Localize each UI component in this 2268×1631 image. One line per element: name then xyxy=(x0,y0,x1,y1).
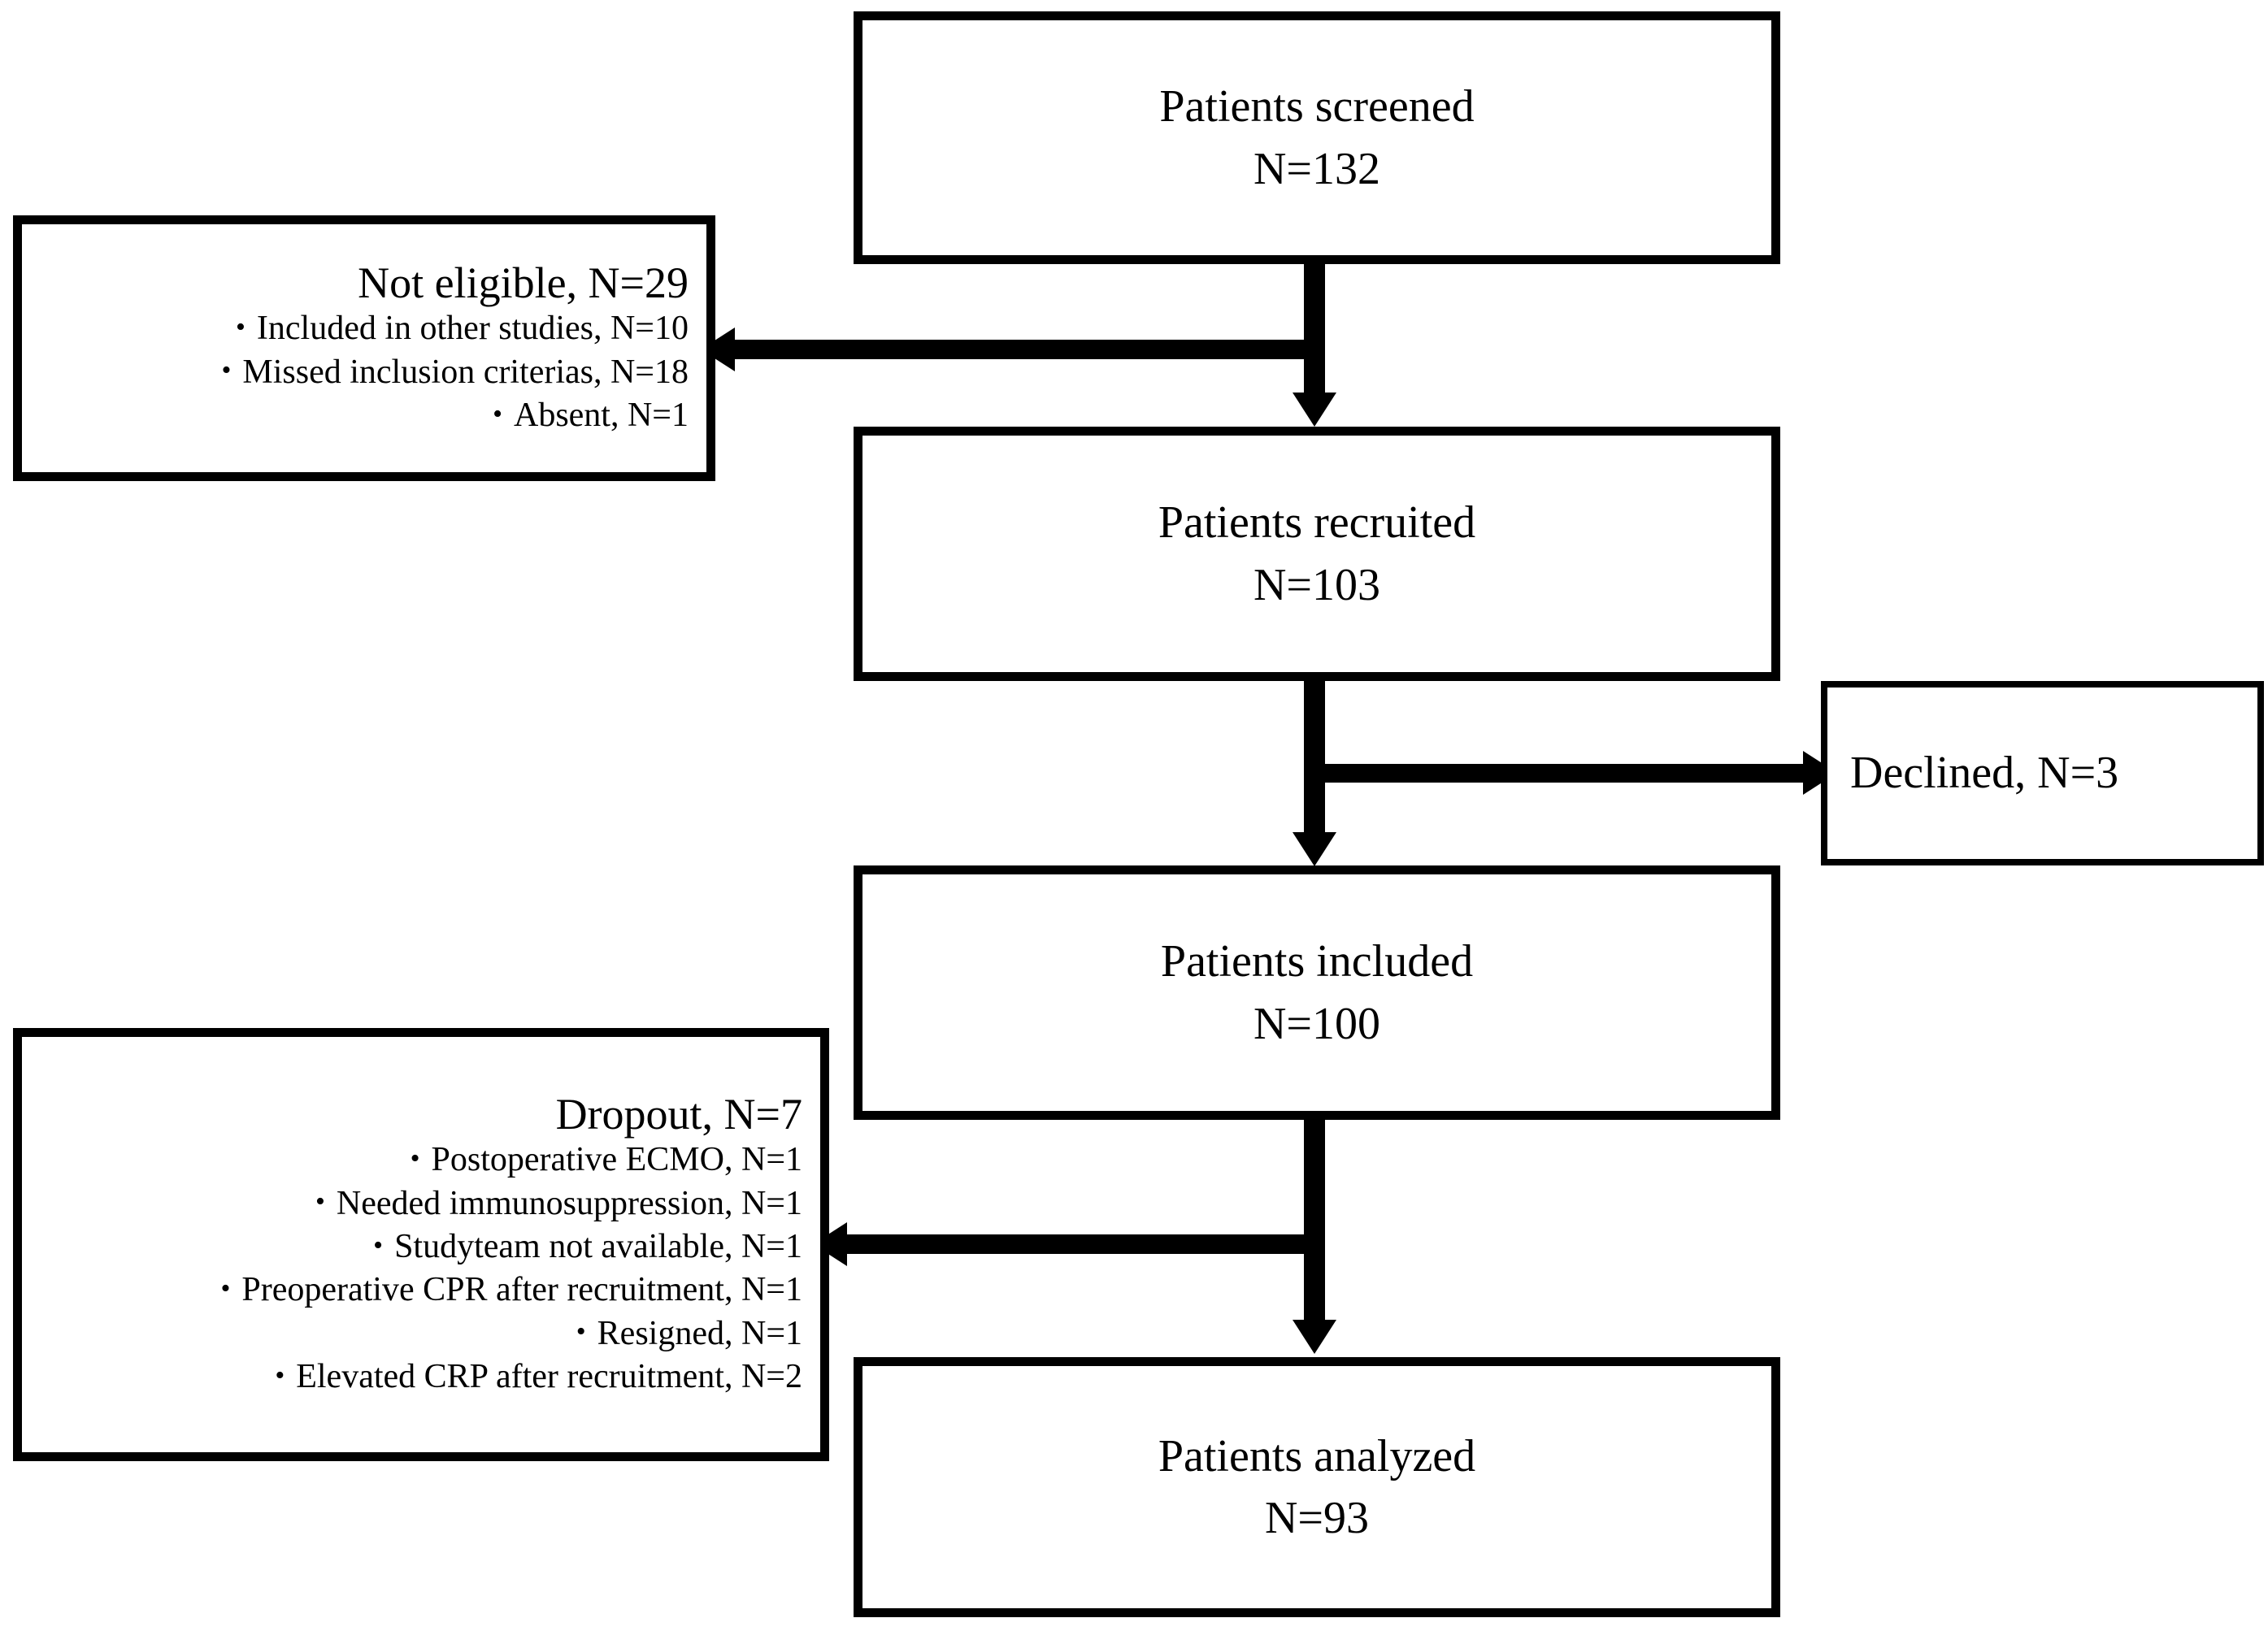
list-item-label: Absent, N=1 xyxy=(513,396,689,434)
bullet-icon: • xyxy=(220,1273,231,1304)
list-item: • Included in other studies, N=10 xyxy=(33,307,689,350)
bullet-icon: • xyxy=(236,312,245,343)
list-item-label: Elevated CRP after recruitment, N=2 xyxy=(296,1357,802,1395)
node-declined-label: Declined, N=3 xyxy=(1850,748,2119,799)
list-item-label: Included in other studies, N=10 xyxy=(256,310,689,348)
node-patients-analyzed-title: Patients analyzed xyxy=(1158,1430,1476,1481)
connector-screened-to-recruited xyxy=(1304,264,1325,396)
node-not-eligible[interactable]: Not eligible, N=29 • Included in other st… xyxy=(13,215,715,481)
arrowhead-into-recruited xyxy=(1293,393,1336,427)
list-item: • Missed inclusion criterias, N=18 xyxy=(33,351,689,394)
list-item: • Preoperative CPR after recruitment, N=1 xyxy=(33,1269,802,1312)
list-item: • Absent, N=1 xyxy=(33,394,689,437)
node-not-eligible-list: • Included in other studies, N=10 • Missed… xyxy=(33,307,689,437)
list-item: • Needed immunosuppression, N=1 xyxy=(33,1182,802,1225)
list-item-label: Studyteam not available, N=1 xyxy=(394,1227,802,1265)
bullet-icon: • xyxy=(410,1143,420,1174)
list-item-label: Postoperative ECMO, N=1 xyxy=(431,1141,802,1179)
node-dropout-list: • Postoperative ECMO, N=1 • Needed immunos… xyxy=(33,1139,802,1399)
node-dropout-heading: Dropout, N=7 xyxy=(555,1089,802,1139)
list-item: • Postoperative ECMO, N=1 xyxy=(33,1139,802,1182)
node-patients-recruited[interactable]: Patients recruited N=103 xyxy=(854,427,1780,681)
arrowhead-into-included xyxy=(1293,832,1336,866)
node-patients-recruited-count: N=103 xyxy=(1253,559,1381,610)
node-patients-screened-title: Patients screened xyxy=(1159,81,1475,132)
node-patients-included[interactable]: Patients included N=100 xyxy=(854,865,1780,1120)
list-item-label: Resigned, N=1 xyxy=(597,1314,802,1352)
arrowhead-into-analyzed xyxy=(1293,1320,1336,1354)
list-item: • Resigned, N=1 xyxy=(33,1312,802,1356)
node-patients-recruited-title: Patients recruited xyxy=(1158,497,1476,549)
bullet-icon: • xyxy=(373,1230,384,1260)
node-dropout[interactable]: Dropout, N=7 • Postoperative ECMO, N=1 • N… xyxy=(13,1028,829,1461)
list-item: • Elevated CRP after recruitment, N=2 xyxy=(33,1356,802,1399)
node-patients-analyzed-count: N=93 xyxy=(1264,1493,1370,1543)
list-item: • Studyteam not available, N=1 xyxy=(33,1225,802,1269)
node-patients-included-title: Patients included xyxy=(1160,936,1474,987)
node-patients-screened-count: N=132 xyxy=(1253,143,1381,194)
connector-recruited-to-included xyxy=(1304,681,1325,835)
list-item-label: Missed inclusion criterias, N=18 xyxy=(242,353,689,391)
node-patients-analyzed[interactable]: Patients analyzed N=93 xyxy=(854,1357,1780,1617)
bullet-icon: • xyxy=(576,1317,586,1347)
list-item-label: Needed immunosuppression, N=1 xyxy=(336,1184,802,1222)
node-patients-included-count: N=100 xyxy=(1253,998,1381,1049)
bullet-icon: • xyxy=(315,1186,325,1217)
bullet-icon: • xyxy=(275,1360,285,1390)
connector-to-not-eligible xyxy=(732,340,1314,359)
node-patients-screened[interactable]: Patients screened N=132 xyxy=(854,11,1780,264)
bullet-icon: • xyxy=(221,355,232,386)
connector-included-to-analyzed xyxy=(1304,1120,1325,1323)
list-item-label: Preoperative CPR after recruitment, N=1 xyxy=(241,1271,802,1309)
connector-to-dropout xyxy=(845,1234,1314,1254)
bullet-icon: • xyxy=(493,398,502,429)
connector-to-declined xyxy=(1315,764,1808,783)
node-not-eligible-heading: Not eligible, N=29 xyxy=(358,258,689,307)
node-declined[interactable]: Declined, N=3 xyxy=(1821,681,2264,865)
